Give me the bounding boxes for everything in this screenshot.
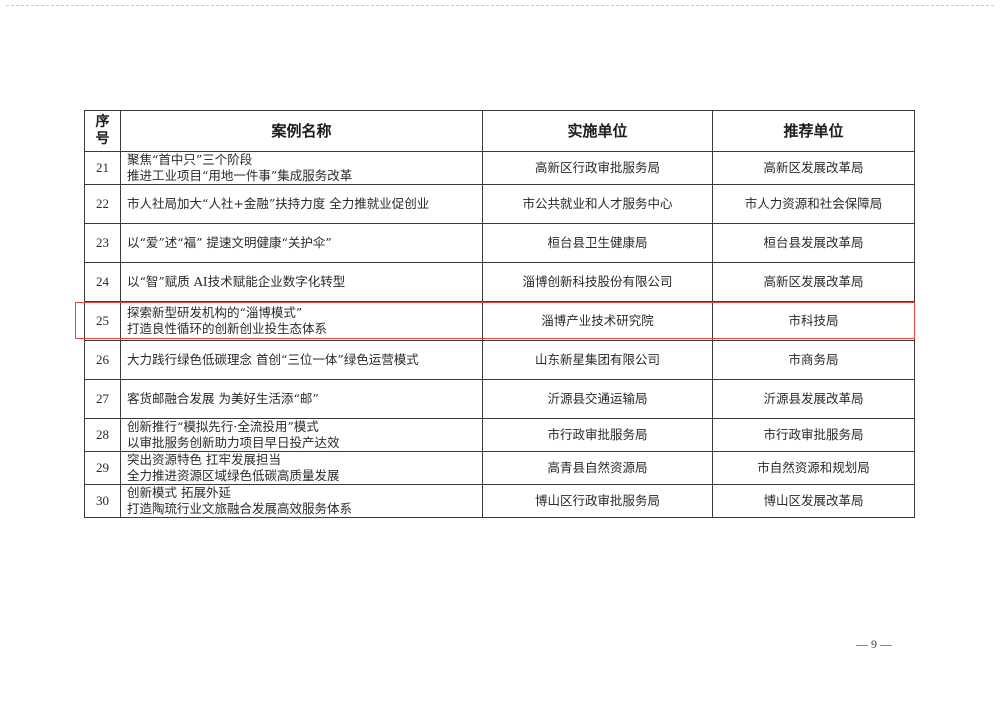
case-name-cell: 聚焦“首中只”三个阶段推进工业项目“用地一件事”集成服务改革 [120, 151, 483, 185]
row-number: 23 [84, 223, 121, 263]
recommending-unit-cell: 高新区发展改革局 [712, 151, 915, 185]
case-name-line: 客货邮融合发展 为美好生活添“邮” [127, 391, 319, 406]
case-name-line: 以“智”赋质 AI技术赋能企业数字化转型 [127, 274, 346, 289]
case-name-line: 突出资源特色 扛牢发展担当 [127, 452, 281, 467]
implementing-unit-cell: 高青县自然资源局 [482, 451, 713, 485]
case-name-cell: 探索新型研发机构的“淄博模式”打造良性循环的创新创业投生态体系 [120, 301, 483, 341]
case-name-cell: 突出资源特色 扛牢发展担当全力推进资源区域绿色低碳高质量发展 [120, 451, 483, 485]
case-name-cell: 创新模式 拓展外延打造陶琉行业文旅融合发展高效服务体系 [120, 484, 483, 518]
page-number: — 9 — [856, 637, 892, 651]
recommending-unit-cell: 高新区发展改革局 [712, 262, 915, 302]
table-row: 27 客货邮融合发展 为美好生活添“邮” 沂源县交通运输局沂源县发展改革局 [84, 379, 915, 419]
implementing-unit-cell: 市行政审批服务局 [482, 418, 713, 452]
header-implementing-unit: 实施单位 [482, 110, 713, 152]
row-number: 22 [84, 184, 121, 224]
implementing-unit-cell: 淄博产业技术研究院 [482, 301, 713, 341]
case-name-cell: 以“智”赋质 AI技术赋能企业数字化转型 [120, 262, 483, 302]
header-seq: 序号 [84, 110, 121, 152]
recommending-unit-cell: 市行政审批服务局 [712, 418, 915, 452]
recommending-unit-cell: 桓台县发展改革局 [712, 223, 915, 263]
implementing-unit-cell: 高新区行政审批服务局 [482, 151, 713, 185]
table-row: 22 市人社局加大“人社+金融”扶持力度 全力推就业促创业 市公共就业和人才服务中心… [84, 184, 915, 224]
implementing-unit-cell: 淄博创新科技股份有限公司 [482, 262, 713, 302]
case-name-line: 探索新型研发机构的“淄博模式” [127, 305, 303, 320]
case-name-line: 打造陶琉行业文旅融合发展高效服务体系 [127, 501, 353, 516]
case-name-cell: 市人社局加大“人社+金融”扶持力度 全力推就业促创业 [120, 184, 483, 224]
row-number: 21 [84, 151, 121, 185]
table-header-row: 序号 案例名称 实施单位 推荐单位 [84, 110, 915, 152]
table-row: 23 以“爱”述“福” 提速文明健康“关护伞” 桓台县卫生健康局桓台县发展改革局 [84, 223, 915, 263]
implementing-unit-cell: 市公共就业和人才服务中心 [482, 184, 713, 224]
case-name-cell: 以“爱”述“福” 提速文明健康“关护伞” [120, 223, 483, 263]
row-number: 28 [84, 418, 121, 452]
header-case-name: 案例名称 [120, 110, 483, 152]
recommending-unit-cell: 市自然资源和规划局 [712, 451, 915, 485]
row-number: 26 [84, 340, 121, 380]
recommending-unit-cell: 市科技局 [712, 301, 915, 341]
table-row: 26 大力践行绿色低碳理念 首创“三位一体”绿色运营模式 山东新星集团有限公司市商务… [84, 340, 915, 380]
implementing-unit-cell: 沂源县交通运输局 [482, 379, 713, 419]
row-number: 27 [84, 379, 121, 419]
case-name-cell: 创新推行“模拟先行·全流投用”模式以审批服务创新助力项目早日投产达效 [120, 418, 483, 452]
recommending-unit-cell: 沂源县发展改革局 [712, 379, 915, 419]
recommending-unit-cell: 市人力资源和社会保障局 [712, 184, 915, 224]
case-name-line: 市人社局加大“人社+金融”扶持力度 全力推就业促创业 [127, 196, 430, 211]
implementing-unit-cell: 山东新星集团有限公司 [482, 340, 713, 380]
case-name-line: 大力践行绿色低碳理念 首创“三位一体”绿色运营模式 [127, 352, 419, 367]
case-name-line: 创新模式 拓展外延 [127, 485, 231, 500]
header-recommending-unit: 推荐单位 [712, 110, 915, 152]
case-name-line: 聚焦“首中只”三个阶段 [127, 152, 253, 167]
top-scan-edge [6, 5, 994, 6]
case-name-line: 打造良性循环的创新创业投生态体系 [127, 321, 328, 336]
row-number: 29 [84, 451, 121, 485]
table-row: 24 以“智”赋质 AI技术赋能企业数字化转型 淄博创新科技股份有限公司高新区发展改… [84, 262, 915, 302]
row-number: 24 [84, 262, 121, 302]
recommending-unit-cell: 市商务局 [712, 340, 915, 380]
row-number: 25 [84, 301, 121, 341]
implementing-unit-cell: 博山区行政审批服务局 [482, 484, 713, 518]
case-name-cell: 客货邮融合发展 为美好生活添“邮” [120, 379, 483, 419]
case-name-line: 以“爱”述“福” 提速文明健康“关护伞” [127, 235, 332, 250]
row-number: 30 [84, 484, 121, 518]
case-name-line: 推进工业项目“用地一件事”集成服务改革 [127, 168, 353, 183]
implementing-unit-cell: 桓台县卫生健康局 [482, 223, 713, 263]
case-name-line: 以审批服务创新助力项目早日投产达效 [127, 435, 340, 450]
recommending-unit-cell: 博山区发展改革局 [712, 484, 915, 518]
case-name-line: 创新推行“模拟先行·全流投用”模式 [127, 419, 319, 434]
case-name-line: 全力推进资源区域绿色低碳高质量发展 [127, 468, 340, 483]
case-name-cell: 大力践行绿色低碳理念 首创“三位一体”绿色运营模式 [120, 340, 483, 380]
